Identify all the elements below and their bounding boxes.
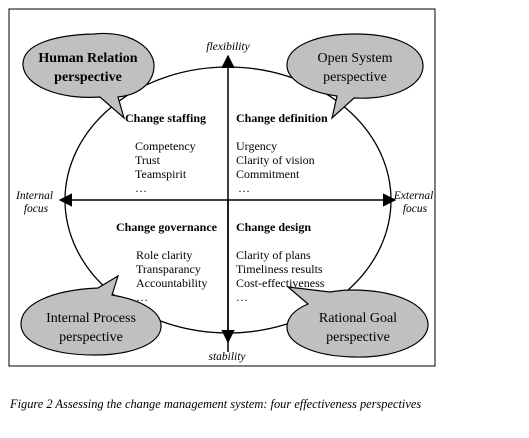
quadrant-item: Transparancy [136,262,201,276]
quadrant-item: Clarity of plans [236,248,311,262]
quadrant-item: Accountability [136,276,207,290]
quadrant-change-governance: Change governance Role clarity Transpara… [116,220,218,304]
quadrant-item: Teamspirit [135,167,187,181]
quadrant-title: Change governance [116,220,218,234]
bubble-rational-goal-line2: perspective [326,330,390,345]
quadrant-change-design: Change design Clarity of plans Timelines… [236,220,325,304]
axis-label-right: External focus [393,190,436,215]
axis-label-left-line2: focus [24,203,49,215]
bubble-human-relation: Human Relation perspective [22,32,155,120]
quadrant-item: Competency [135,139,196,153]
quadrant-title: Change definition [236,111,328,125]
quadrant-item: Trust [135,153,161,167]
quadrant-item: Commitment [236,167,300,181]
quadrant-title: Change design [236,220,311,234]
figure-caption: Figure 2 Assessing the change management… [10,397,422,411]
quadrant-item: … [236,290,248,304]
bubble-human-relation-line1: Human Relation [38,51,137,66]
axis-label-right-line2: focus [403,203,428,215]
bubble-internal-process: Internal Process perspective [20,274,162,356]
bubble-internal-process-line2: perspective [59,330,123,345]
quadrant-item: … [238,181,250,195]
quadrant-title: Change staffing [125,111,206,125]
bubble-rational-goal-line1: Rational Goal [319,311,397,326]
bubble-open-system-line2: perspective [323,70,387,85]
bubble-human-relation-line2: perspective [54,70,122,85]
axis-label-left: Internal focus [15,190,56,215]
axis-label-right-line1: External [393,190,434,202]
axis-label-top: flexibility [206,41,250,53]
quadrant-item: Urgency [236,139,277,153]
axis-label-bottom: stability [208,351,246,363]
quadrant-item: Cost-effectiveness [236,276,325,290]
figure-frame [8,8,436,367]
quadrant-item: Role clarity [136,248,192,262]
bubble-internal-process-line1: Internal Process [46,311,136,326]
quadrant-change-definition: Change definition Urgency Clarity of vis… [236,111,328,195]
quadrant-item: … [135,181,147,195]
quadrant-item: Timeliness results [236,262,323,276]
quadrant-item: Clarity of vision [236,153,315,167]
quadrant-change-staffing: Change staffing Competency Trust Teamspi… [125,111,206,195]
bubble-open-system: Open System perspective [286,33,424,120]
bubble-open-system-line1: Open System [317,51,392,66]
quadrant-item: … [136,290,148,304]
axis-label-left-line1: Internal [15,190,53,202]
bubble-rational-goal: Rational Goal perspective [286,286,429,358]
